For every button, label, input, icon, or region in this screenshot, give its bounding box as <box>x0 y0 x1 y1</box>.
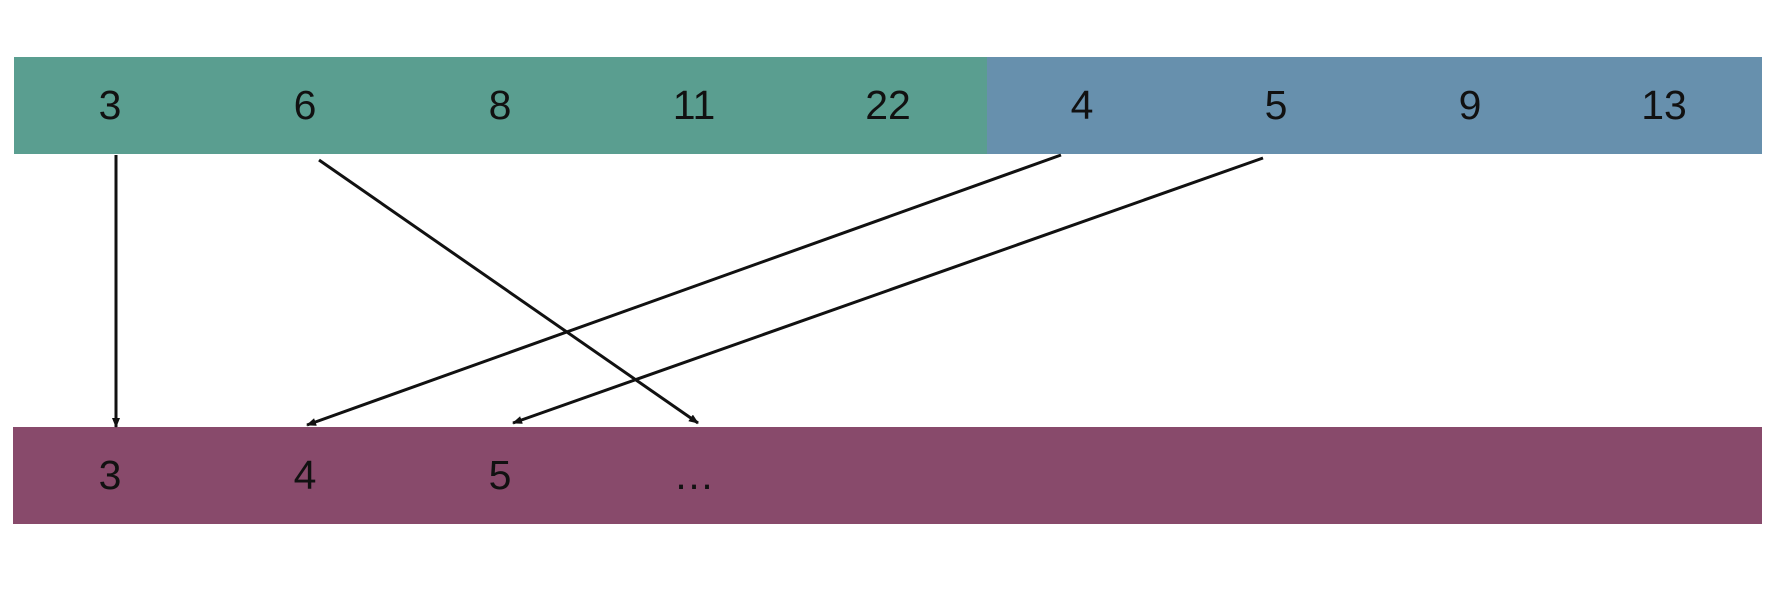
merged-output-bar: 3 4 5 … <box>13 427 1762 524</box>
arrow-right-5-to-output-5 <box>512 156 1264 425</box>
merged-value-1: 3 <box>98 452 122 498</box>
merged-value-3: 5 <box>488 452 512 498</box>
left-run-value-4: 11 <box>672 82 716 128</box>
arrow-left-6-to-output-ellipsis <box>318 158 699 425</box>
right-run-value-2: 5 <box>1264 82 1288 128</box>
arrow-right-4-to-output-4 <box>306 153 1062 427</box>
left-run-bar: 3 6 8 11 22 <box>14 57 987 154</box>
left-run-value-3: 8 <box>488 82 512 128</box>
right-run-value-4: 13 <box>1641 82 1687 128</box>
left-run-value-2: 6 <box>293 82 317 128</box>
right-run-bar: 4 5 9 13 <box>987 57 1762 154</box>
merged-value-2: 4 <box>293 452 317 498</box>
right-run-value-1: 4 <box>1070 82 1094 128</box>
merged-value-4: … <box>673 452 715 498</box>
left-run-value-5: 22 <box>865 82 911 128</box>
right-run-value-3: 9 <box>1458 82 1482 128</box>
left-run-value-1: 3 <box>98 82 122 128</box>
